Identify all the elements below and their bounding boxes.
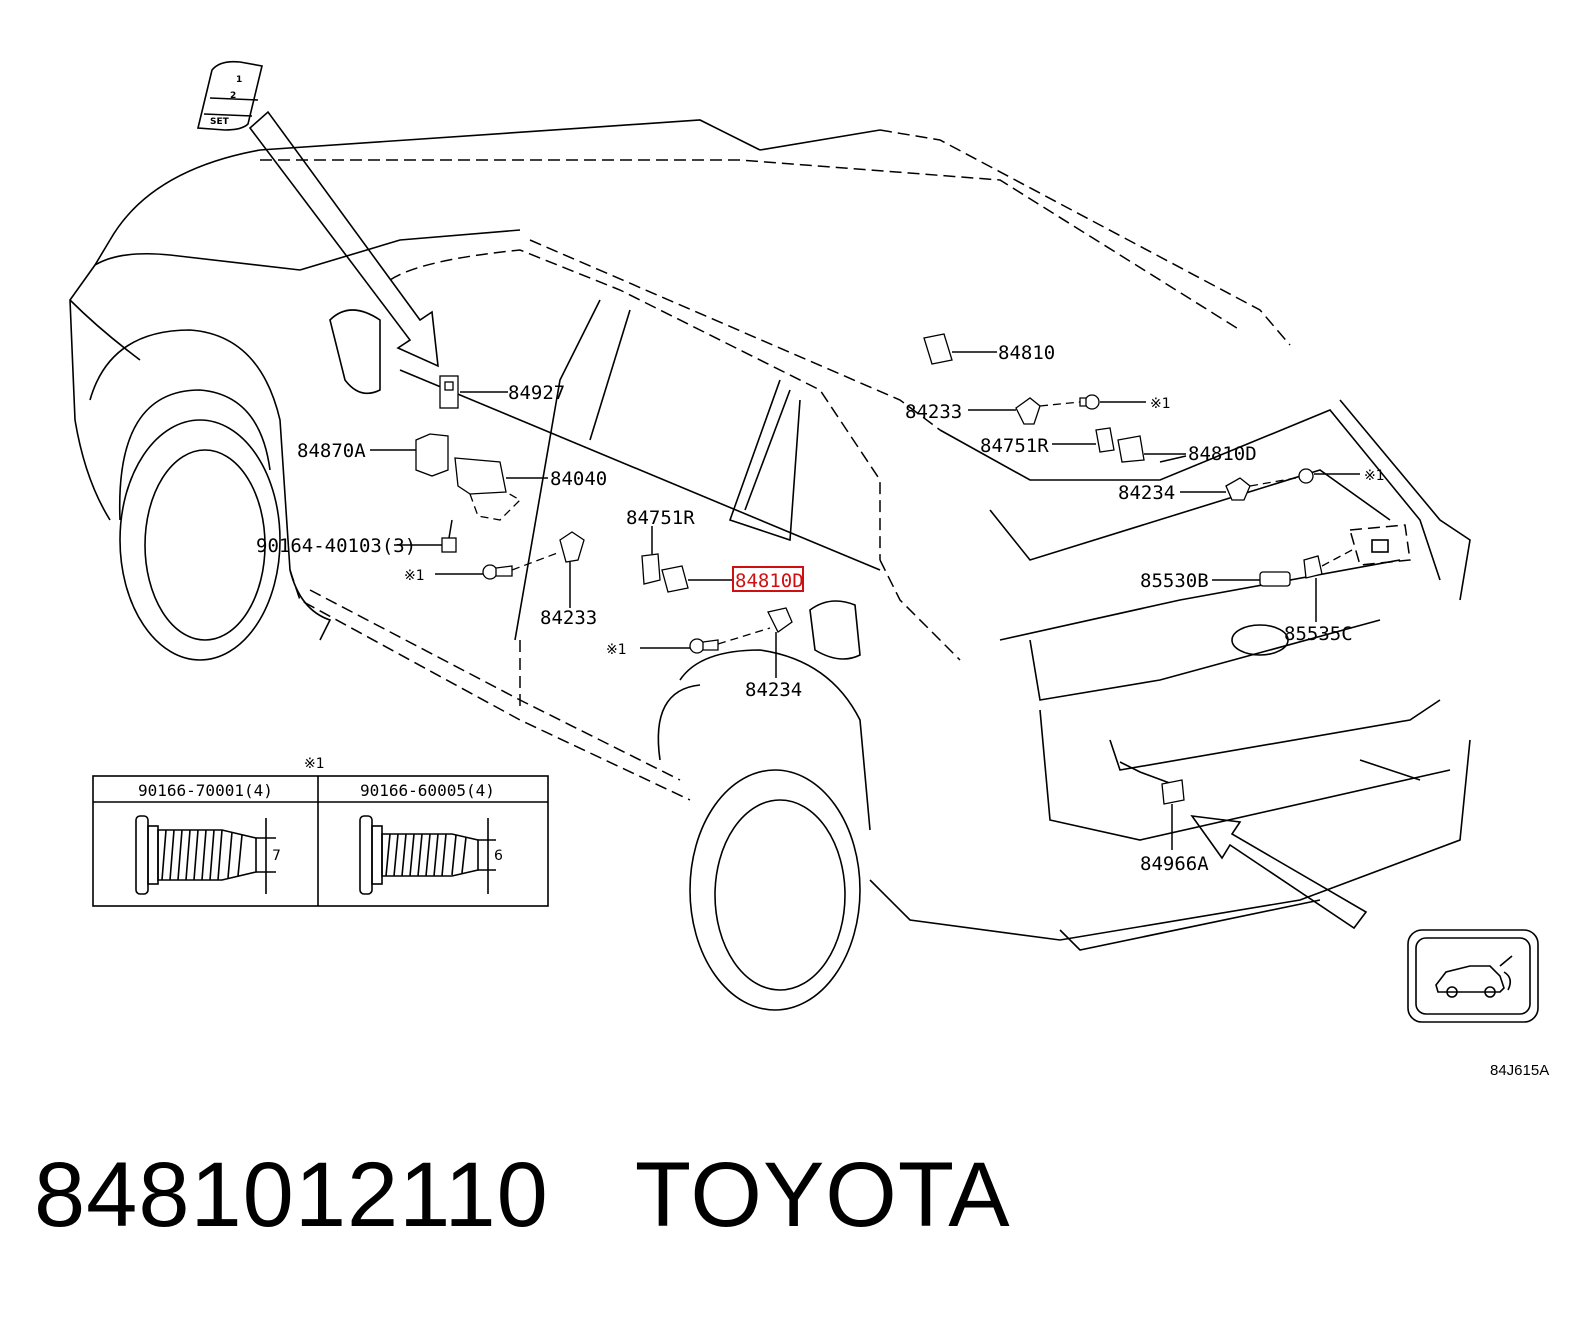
label-mark-1d: ※1 <box>1364 468 1385 484</box>
label-84234-right: 84234 <box>1118 482 1175 504</box>
part-85535C <box>1303 549 1353 622</box>
table-mark: ※1 <box>304 756 325 772</box>
part-84810 <box>923 333 997 365</box>
label-mark-1c: ※1 <box>1150 396 1171 412</box>
label-85530B: 85530B <box>1140 570 1209 592</box>
label-84870A: 84870A <box>297 440 366 462</box>
label-84040: 84040 <box>550 468 607 490</box>
label-84966A: 84966A <box>1140 853 1209 875</box>
label-84751R-left: 84751R <box>626 507 695 529</box>
pointer-arrow-front <box>248 110 439 368</box>
power-back-door-icon <box>1407 929 1539 1023</box>
part-90164-40103 <box>394 519 457 553</box>
table-header-1: 90166-70001(4) <box>138 781 273 800</box>
pointer-arrow-rear <box>1190 814 1368 930</box>
part-84927 <box>439 375 508 409</box>
brand-name: TOYOTA <box>634 1144 1011 1246</box>
drawing-code: 84J615A <box>1490 1062 1549 1079</box>
seat-memory-switch-panel: 1 2 SET <box>197 60 263 131</box>
part-84234-left <box>640 607 793 678</box>
label-mark-1b: ※1 <box>606 642 627 658</box>
label-90164-40103: 90164-40103(3) <box>256 535 416 557</box>
label-84751R-right: 84751R <box>980 435 1049 457</box>
table-header-2: 90166-60005(4) <box>360 781 495 800</box>
fastener-table: ※1 90166-70001(4) 90166-60005(4) 7 6 <box>92 756 549 907</box>
label-mark-1a: ※1 <box>404 568 425 584</box>
footer-caption: 8481012110 TOYOTA <box>34 1140 1011 1250</box>
part-84751R-right <box>1052 427 1187 463</box>
bolt-90166-70001-icon <box>135 815 276 895</box>
part-84966A <box>1119 761 1185 850</box>
label-84927: 84927 <box>508 382 565 404</box>
label-84810D-left: 84810D <box>735 570 804 592</box>
part-84040 <box>454 457 548 521</box>
part-84870A <box>370 433 449 477</box>
bolt-2-dimension: 6 <box>494 848 503 864</box>
part-84233-right <box>968 394 1146 425</box>
switch-set-label: SET <box>210 117 230 127</box>
label-84810D-right: 84810D <box>1188 443 1257 465</box>
label-85535C: 85535C <box>1284 623 1353 645</box>
label-84234-left: 84234 <box>745 679 802 701</box>
part-85530B <box>1212 571 1291 587</box>
part-84810D-left <box>661 565 804 593</box>
parts-diagram: 1 2 SET <box>69 60 1549 1079</box>
switch-2-label: 2 <box>230 91 236 101</box>
label-84810: 84810 <box>998 342 1055 364</box>
part-number: 8481012110 <box>34 1144 549 1246</box>
part-84234-right <box>1180 468 1360 501</box>
bolt-1-dimension: 7 <box>272 848 281 864</box>
part-84233-left <box>435 531 585 608</box>
switch-1-label: 1 <box>236 75 242 85</box>
highlight-box <box>732 566 804 592</box>
part-84751R-left <box>641 526 661 585</box>
label-84233-right: 84233 <box>905 401 962 423</box>
vehicle-outline <box>69 119 1471 1011</box>
bolt-90166-60005-icon <box>359 815 496 895</box>
label-84233-left: 84233 <box>540 607 597 629</box>
